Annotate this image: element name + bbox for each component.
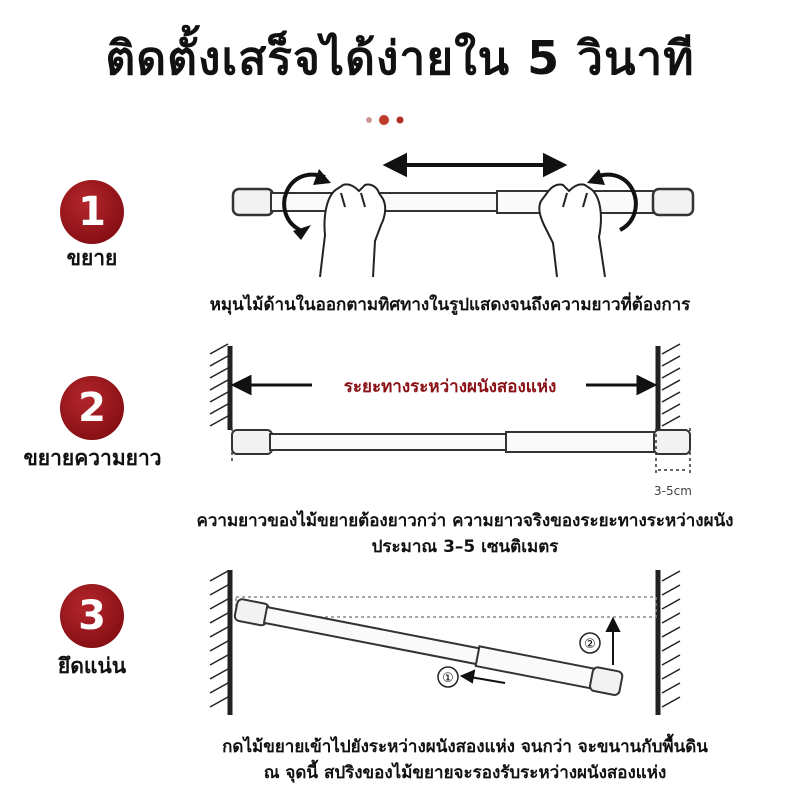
- rotate-right-arrow-icon: [594, 172, 638, 232]
- step-3-label: ยึดแน่น: [57, 654, 127, 678]
- right-hand-icon: [538, 183, 606, 278]
- rotate-left-arrow-icon: [282, 172, 326, 232]
- step-3-caption-line-1: กดไม้ขยายเข้าไปยังระหว่างผนังสองแห่ง จนก…: [222, 737, 708, 757]
- step-2-caption: ความยาวของไม้ขยายต้องยาวกว่า ความยาวจริง…: [130, 508, 800, 560]
- step-2-diagram: ระยะทางระหว่างผนังสองแห่ง 3-5cm: [209, 343, 692, 498]
- left-wall: [209, 570, 233, 715]
- step-3-marker-2: ②: [584, 637, 596, 652]
- left-hand-icon: [319, 183, 387, 278]
- step-1-number: 1: [78, 189, 106, 235]
- step-2-badge: 2: [60, 376, 124, 440]
- step-3-number: 3: [78, 593, 106, 639]
- distance-arrow-icon: [230, 374, 658, 396]
- step-1-badge: 1: [60, 180, 124, 244]
- left-wall: [209, 343, 233, 430]
- step-2-label: ขยายความยาว: [23, 446, 162, 470]
- step-1-caption-line: หมุนไม้ด้านในออกตามทิศทางในรูปแสดงจนถึงค…: [209, 295, 691, 315]
- tilted-rod: [233, 598, 624, 696]
- step-2-caption-line-2: ประมาณ 3–5 เซนติเมตร: [371, 537, 559, 557]
- push-up-arrow-icon: [605, 616, 621, 665]
- step-3-diagram: ① ②: [209, 570, 681, 715]
- step-2-caption-line-1: ความยาวของไม้ขยายต้องยาวกว่า ความยาวจริง…: [196, 511, 734, 531]
- decorative-dots: [366, 115, 404, 125]
- step-1-caption: หมุนไม้ด้านในออกตามทิศทางในรูปแสดงจนถึงค…: [100, 292, 800, 318]
- step-3-caption-line-2: ณ จุดนี้ สปริงของไม้ขยายจะรองรับระหว่างผ…: [263, 763, 667, 783]
- push-left-arrow-icon: [459, 669, 506, 684]
- right-wall: [655, 343, 681, 430]
- step-3-badge: 3: [60, 584, 124, 648]
- step-2-number: 2: [78, 385, 106, 431]
- page-title: ติดตั้งเสร็จได้ง่ายใน 5 วินาที: [105, 31, 695, 85]
- double-arrow-icon: [382, 152, 568, 178]
- step-1-diagram: [231, 152, 695, 278]
- step-3-marker-1: ①: [442, 671, 454, 686]
- right-wall: [655, 570, 681, 715]
- step-3-caption: กดไม้ขยายเข้าไปยังระหว่างผนังสองแห่ง จนก…: [130, 734, 800, 786]
- step-1-label: ขยาย: [66, 246, 118, 270]
- measure-guides: [231, 428, 691, 475]
- measure-label: 3-5cm: [654, 484, 692, 498]
- wall-distance-label: ระยะทางระหว่างผนังสองแห่ง: [344, 377, 557, 397]
